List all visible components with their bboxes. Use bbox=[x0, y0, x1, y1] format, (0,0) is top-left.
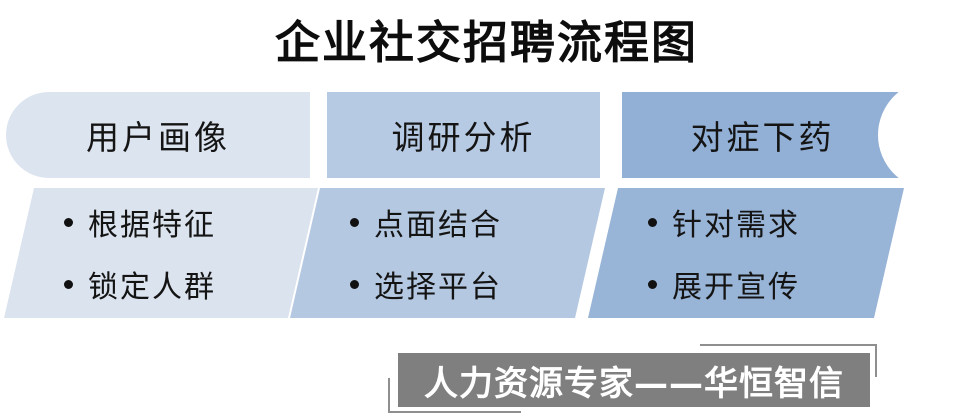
list-item-label: 针对需求 bbox=[672, 208, 800, 243]
stage-body-targeted-remedy: 针对需求 展开宣传 bbox=[588, 188, 904, 318]
stage-header-label: 对症下药 bbox=[690, 118, 835, 157]
bullet-icon bbox=[350, 279, 359, 289]
bullet-icon bbox=[64, 279, 73, 289]
bullet-icon bbox=[64, 217, 73, 227]
stage-header-user-profile: 用户画像 bbox=[6, 92, 310, 178]
page-title: 企业社交招聘流程图 bbox=[274, 16, 698, 69]
list-item: 展开宣传 bbox=[648, 260, 904, 308]
banner-corner-bracket-top-right bbox=[700, 344, 877, 377]
bullet-icon bbox=[648, 279, 657, 289]
bullet-icon bbox=[648, 217, 657, 227]
list-item-label: 展开宣传 bbox=[672, 270, 800, 305]
list-item: 选择平台 bbox=[350, 260, 605, 308]
list-item-label: 点面结合 bbox=[374, 208, 502, 243]
list-item: 点面结合 bbox=[350, 198, 605, 246]
stage-header-research-analysis: 调研分析 bbox=[327, 92, 600, 178]
stage-header-label: 用户画像 bbox=[86, 118, 230, 157]
bullet-icon bbox=[350, 217, 359, 227]
banner-corner-bracket-bottom-left bbox=[388, 378, 521, 413]
list-item: 根据特征 bbox=[64, 198, 318, 246]
list-item-label: 锁定人群 bbox=[88, 270, 216, 305]
brand-banner-label: 人力资源专家——华恒智信 bbox=[424, 363, 844, 404]
stage-header-targeted-remedy: 对症下药 bbox=[622, 80, 973, 190]
stage-body-research-analysis: 点面结合 选择平台 bbox=[290, 188, 605, 318]
stage-header-label: 调研分析 bbox=[391, 118, 536, 157]
brand-banner: 人力资源专家——华恒智信 bbox=[398, 353, 870, 407]
list-item-label: 选择平台 bbox=[374, 270, 502, 305]
stage-body-user-profile: 根据特征 锁定人群 bbox=[4, 188, 318, 318]
list-item: 锁定人群 bbox=[64, 260, 318, 308]
list-item-label: 根据特征 bbox=[88, 208, 216, 243]
list-item: 针对需求 bbox=[648, 198, 904, 246]
